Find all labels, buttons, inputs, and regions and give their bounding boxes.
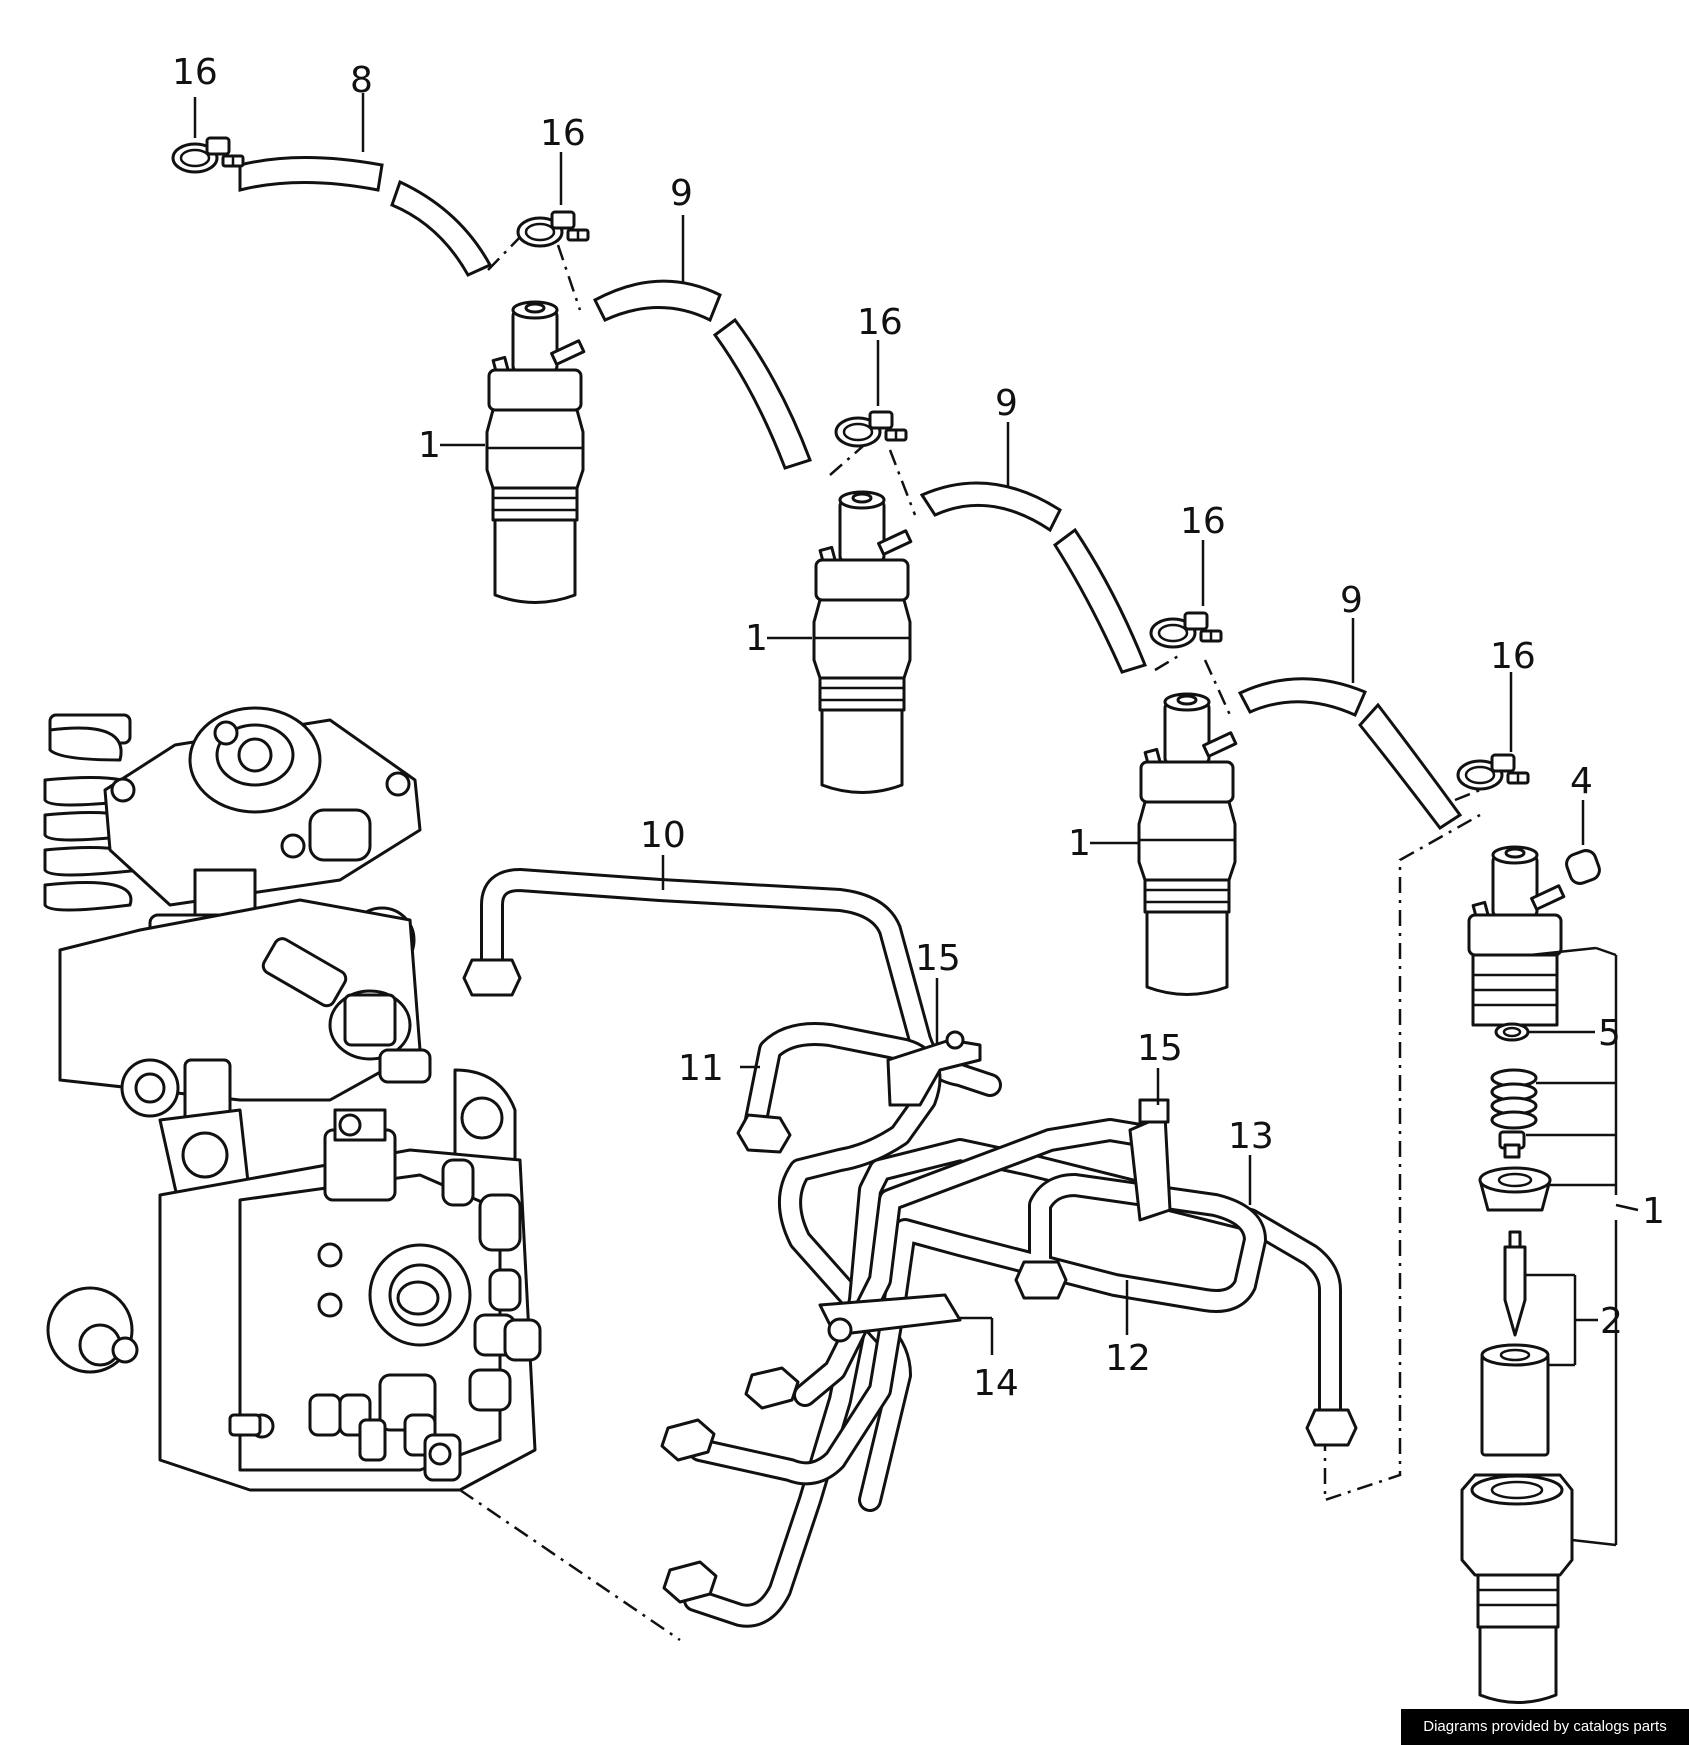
callout-1: 1 xyxy=(745,618,768,659)
callout-15: 15 xyxy=(915,938,961,979)
callout-16: 16 xyxy=(1180,501,1226,542)
callout-10: 10 xyxy=(640,815,686,856)
injector-1 xyxy=(485,300,586,604)
callout-16: 16 xyxy=(540,113,586,154)
injectors xyxy=(485,300,1566,1027)
injector-exploded-parts xyxy=(1460,849,1601,1745)
callout-9: 9 xyxy=(995,383,1018,424)
callout-9: 9 xyxy=(1340,580,1363,621)
callout-1: 1 xyxy=(418,425,441,466)
injector-exploded-top xyxy=(1467,845,1566,1027)
assembly-guide-lines xyxy=(459,231,1481,1642)
callout-15: 15 xyxy=(1137,1028,1183,1069)
clamp-4 xyxy=(1149,611,1223,649)
leader-lines xyxy=(193,93,1639,1547)
callout-8: 8 xyxy=(350,60,373,101)
callout-4: 4 xyxy=(1570,761,1593,802)
clamp-5 xyxy=(1456,753,1530,791)
callout-11: 11 xyxy=(678,1048,724,1089)
leak-off-hoses xyxy=(238,156,1463,831)
callout-2: 2 xyxy=(1600,1301,1623,1342)
callout-16: 16 xyxy=(1490,636,1536,677)
clamp-3 xyxy=(834,410,908,448)
injection-pump xyxy=(43,706,542,1492)
callout-1: 1 xyxy=(1068,823,1091,864)
callout-14: 14 xyxy=(973,1363,1019,1404)
callout-16: 16 xyxy=(857,302,903,343)
clamp-1 xyxy=(171,136,245,174)
callout-12: 12 xyxy=(1105,1338,1151,1379)
injector-2 xyxy=(812,490,913,794)
callout-9: 9 xyxy=(670,173,693,214)
diagram-credit-footer: Diagrams provided by catalogs parts xyxy=(1401,1709,1689,1745)
injector-3 xyxy=(1137,692,1238,996)
callout-5: 5 xyxy=(1598,1013,1621,1054)
callout-1: 1 xyxy=(1642,1191,1665,1232)
callout-16: 16 xyxy=(172,52,218,93)
callout-labels: 16 8 16 9 16 9 16 9 16 4 1 1 1 10 15 11 … xyxy=(172,52,1665,1404)
injection-pipes xyxy=(462,868,1358,1628)
spring xyxy=(1490,1068,1538,1130)
callout-13: 13 xyxy=(1228,1116,1274,1157)
clamp-2 xyxy=(516,210,590,248)
